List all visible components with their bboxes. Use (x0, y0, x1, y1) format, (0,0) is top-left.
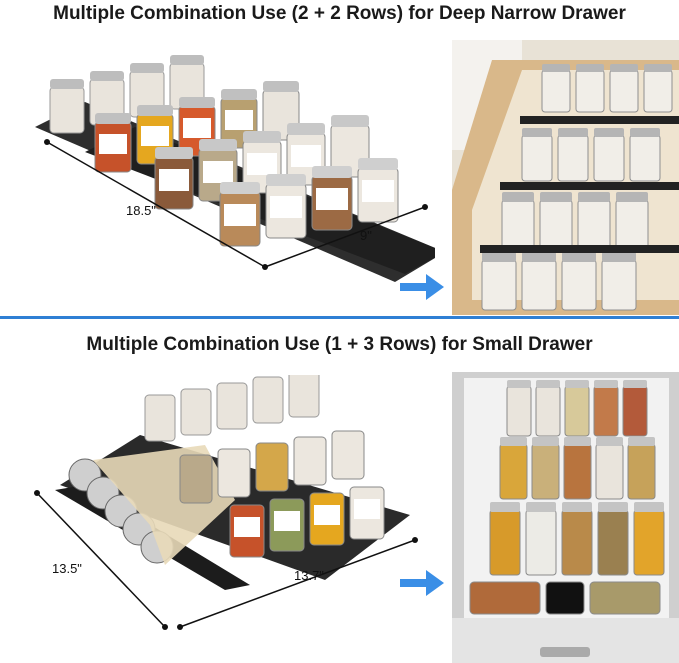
section-divider (0, 316, 679, 319)
bottom-width-dimension: 13.7" (294, 568, 324, 583)
bottom-drawer-photo (452, 372, 679, 663)
bottom-rack-illustration (34, 375, 418, 630)
top-width-dimension: 9" (360, 228, 372, 243)
top-length-dimension: 18.5" (126, 203, 156, 218)
bottom-length-dimension: 13.5" (52, 561, 82, 576)
top-arrow-right-icon (400, 274, 444, 300)
top-section-title: Multiple Combination Use (2 + 2 Rows) fo… (53, 3, 626, 24)
bottom-section-title: Multiple Combination Use (1 + 3 Rows) fo… (86, 334, 593, 355)
bottom-arrow-right-icon (400, 570, 444, 596)
top-drawer-photo (452, 40, 679, 315)
top-rack-illustration (35, 55, 435, 282)
